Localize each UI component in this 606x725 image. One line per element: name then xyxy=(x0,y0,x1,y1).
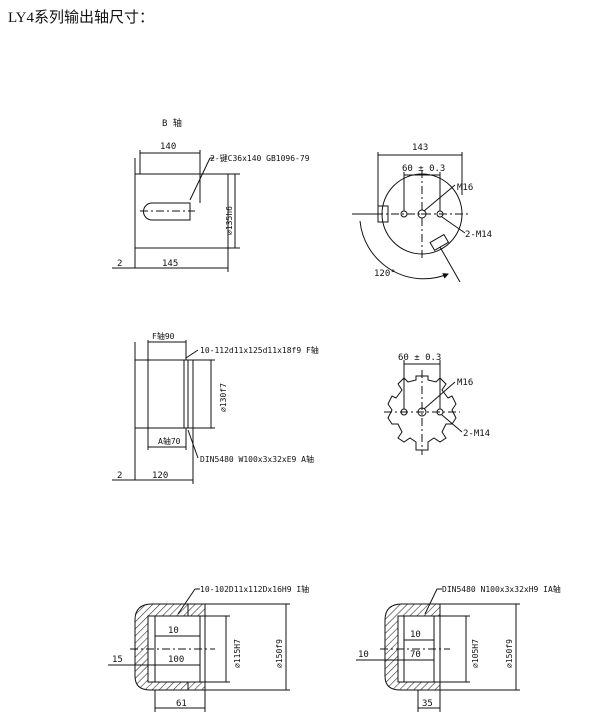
hollow-i-dim-inner-top: 10 xyxy=(168,626,179,636)
hollow-ia-spline: DIN5480 N100x3x32xH9 IA轴 xyxy=(442,584,561,594)
flange-mid-tap-center: M16 xyxy=(457,378,473,388)
shaft-f-diameter: ∅130f7 xyxy=(219,383,228,412)
flange-mid-pcd: 60 ± 0.3 xyxy=(398,353,441,363)
hollow-i-spline: 10-102D11x112Dx16H9 I轴 xyxy=(200,584,309,594)
flange-top-drawing: 143 60 ± 0.3 M16 2-M14 120° xyxy=(352,143,492,283)
hollow-ia-dim-inner-top: 10 xyxy=(410,630,421,640)
flange-top-angle: 120° xyxy=(374,269,396,279)
flange-mid-tap-side: 2-M14 xyxy=(463,429,490,439)
hollow-i-outer: ∅150f9 xyxy=(275,639,284,668)
shaft-a-spline: DIN5480 W100x3x32xE9 A轴 xyxy=(200,454,314,464)
hollow-i-dim-inner-len: 100 xyxy=(168,655,184,665)
flange-mid-drawing: 60 ± 0.3 M16 2-M14 xyxy=(384,353,490,455)
page-title: LY4系列输出轴尺寸： xyxy=(8,10,154,26)
flange-top-tap-side: 2-M14 xyxy=(465,230,492,240)
shaft-b-dim-bottom: 145 xyxy=(162,259,178,269)
hollow-ia-dim-left: 10 xyxy=(358,650,369,660)
flange-top-dim: 143 xyxy=(412,143,428,153)
hollow-ia-bore: ∅105H7 xyxy=(471,639,480,668)
shaft-b-drawing: B 轴 140 2-键C36x140 GB1096-79 ∅135h6 2 14… xyxy=(112,117,310,272)
hollow-ia-dim-inner-len: 70 xyxy=(410,650,421,660)
hollow-ia-drawing: DIN5480 N100x3x32xH9 IA轴 10 10 70 ∅105H7… xyxy=(356,584,561,712)
hollow-i-bore: ∅115H7 xyxy=(233,639,242,668)
shaft-f-dim-bottom: 120 xyxy=(152,471,168,481)
flange-top-tap-center: M16 xyxy=(457,183,473,193)
hollow-i-dim-bottom: 61 xyxy=(176,699,187,709)
shaft-f-drawing: F轴90 10-112d11x125d11x18f9 F轴 ∅130f7 A轴7… xyxy=(112,331,319,484)
shaft-b-key-spec: 2-键C36x140 GB1096-79 xyxy=(210,153,310,163)
hollow-ia-outer: ∅150f9 xyxy=(505,639,514,668)
shaft-b-label: B 轴 xyxy=(162,117,182,129)
flange-top-pcd: 60 ± 0.3 xyxy=(402,164,445,174)
shaft-f-label: F轴90 xyxy=(152,331,175,341)
shaft-f-dim-left: 2 xyxy=(117,471,122,481)
shaft-a-label: A轴70 xyxy=(158,436,181,446)
hollow-i-dim-left: 15 xyxy=(112,655,123,665)
hollow-i-drawing: 10-102D11x112Dx16H9 I轴 10 15 100 ∅115H7 … xyxy=(108,584,309,712)
hollow-ia-dim-bottom: 35 xyxy=(422,699,433,709)
shaft-f-spline: 10-112d11x125d11x18f9 F轴 xyxy=(200,345,319,355)
shaft-b-dim-left: 2 xyxy=(117,259,122,269)
shaft-b-diameter: ∅135h6 xyxy=(225,206,234,235)
shaft-b-dim-top: 140 xyxy=(160,142,176,152)
